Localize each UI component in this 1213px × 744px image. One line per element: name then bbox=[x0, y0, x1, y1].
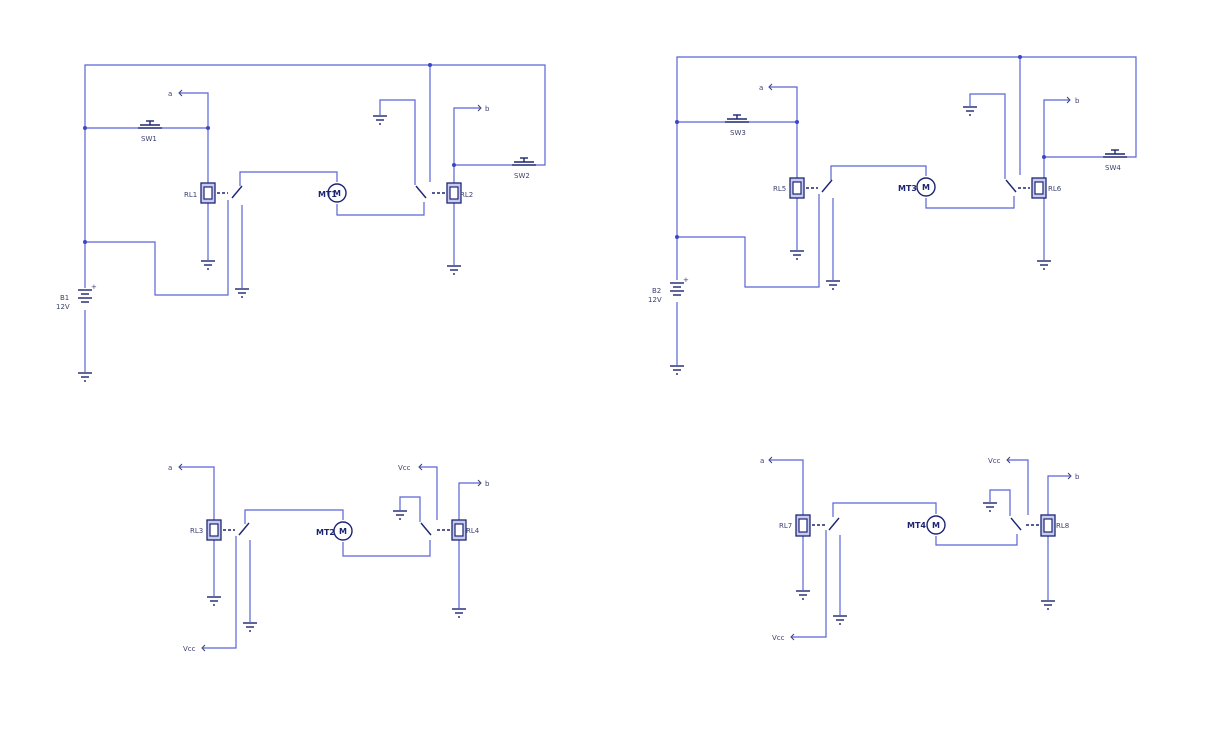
battery-b2: + B2 12V bbox=[648, 276, 689, 304]
svg-text:M: M bbox=[333, 189, 341, 198]
switch-sw2: SW2 bbox=[512, 157, 536, 180]
svg-text:b: b bbox=[1075, 97, 1080, 105]
ground-icon bbox=[243, 622, 257, 632]
svg-text:M: M bbox=[339, 527, 347, 536]
port-b: b bbox=[477, 104, 490, 113]
svg-text:RL2: RL2 bbox=[460, 191, 473, 199]
svg-text:SW1: SW1 bbox=[141, 135, 157, 143]
circuit-4: a b Vcc Vcc RL7 RL8 M MT4 bbox=[760, 456, 1080, 642]
motor-mt1: M MT1 bbox=[318, 183, 347, 203]
battery-b1: + B1 12V bbox=[56, 283, 97, 311]
svg-text:MT1: MT1 bbox=[318, 190, 337, 199]
relay-rl2: RL2 bbox=[415, 182, 473, 204]
svg-text:RL1: RL1 bbox=[184, 191, 197, 199]
relay-rl8: RL8 bbox=[1010, 514, 1069, 537]
svg-text:MT4: MT4 bbox=[907, 521, 926, 530]
relay-rl7: RL7 bbox=[779, 514, 840, 537]
ground-icon bbox=[207, 596, 221, 606]
ground-icon bbox=[235, 288, 249, 298]
motor-mt3: M MT3 bbox=[898, 177, 936, 197]
relay-rl3: RL3 bbox=[190, 519, 250, 541]
switch-sw1: SW1 bbox=[138, 120, 162, 143]
ground-icon bbox=[670, 365, 684, 375]
port-vcc: Vcc bbox=[398, 463, 423, 472]
circuit-2: + B2 12V a b SW3 SW4 bbox=[648, 55, 1137, 375]
ground-icon bbox=[201, 260, 215, 270]
motor-mt2: M MT2 bbox=[316, 521, 353, 541]
battery-name: B1 bbox=[60, 294, 69, 302]
ground-icon bbox=[1037, 260, 1051, 270]
svg-text:a: a bbox=[168, 90, 172, 98]
ground-icon bbox=[1041, 600, 1055, 610]
circuit-3: a b Vcc Vcc RL3 RL4 M MT2 bbox=[168, 463, 490, 653]
switch-sw4: SW4 bbox=[1103, 149, 1127, 172]
ground-icon bbox=[983, 502, 997, 512]
svg-text:a: a bbox=[168, 464, 172, 472]
port-b: b bbox=[1066, 96, 1080, 105]
svg-text:SW3: SW3 bbox=[730, 129, 746, 137]
port-vcc: Vcc bbox=[183, 644, 206, 653]
ground-icon bbox=[452, 608, 466, 618]
svg-text:M: M bbox=[932, 521, 940, 530]
port-a: a bbox=[168, 89, 183, 98]
svg-text:SW4: SW4 bbox=[1105, 164, 1121, 172]
svg-text:SW2: SW2 bbox=[514, 172, 530, 180]
ground-icon bbox=[963, 106, 977, 116]
battery-name: B2 bbox=[652, 287, 661, 295]
svg-text:a: a bbox=[759, 84, 763, 92]
port-vcc: Vcc bbox=[988, 456, 1011, 465]
svg-text:RL6: RL6 bbox=[1048, 185, 1062, 193]
battery-voltage: 12V bbox=[56, 303, 70, 311]
svg-text:Vcc: Vcc bbox=[772, 634, 785, 642]
port-a: a bbox=[759, 83, 773, 92]
svg-text:Vcc: Vcc bbox=[183, 645, 196, 653]
svg-text:MT2: MT2 bbox=[316, 528, 335, 537]
relay-rl4: RL4 bbox=[420, 519, 480, 541]
ground-icon bbox=[78, 372, 92, 382]
svg-text:RL4: RL4 bbox=[466, 527, 480, 535]
port-a: a bbox=[168, 463, 183, 472]
ground-icon bbox=[826, 280, 840, 290]
switch-sw3: SW3 bbox=[725, 114, 749, 137]
svg-text:RL5: RL5 bbox=[773, 185, 786, 193]
relay-rl5: RL5 bbox=[773, 177, 833, 199]
circuit-1: + B1 12V a b SW1 bbox=[56, 63, 546, 382]
ground-icon bbox=[790, 250, 804, 260]
svg-text:RL7: RL7 bbox=[779, 522, 792, 530]
battery-voltage: 12V bbox=[648, 296, 662, 304]
port-vcc: Vcc bbox=[772, 633, 795, 642]
ground-icon bbox=[393, 510, 407, 520]
ground-icon bbox=[796, 590, 810, 600]
svg-text:b: b bbox=[485, 480, 490, 488]
relay-rl1: RL1 bbox=[184, 182, 243, 204]
svg-text:MT3: MT3 bbox=[898, 184, 917, 193]
svg-text:b: b bbox=[485, 105, 490, 113]
svg-text:a: a bbox=[760, 457, 764, 465]
svg-text:RL8: RL8 bbox=[1056, 522, 1069, 530]
port-b: b bbox=[1067, 472, 1080, 481]
port-b: b bbox=[477, 479, 490, 488]
svg-text:M: M bbox=[922, 183, 930, 192]
svg-text:+: + bbox=[683, 276, 689, 284]
svg-text:+: + bbox=[91, 283, 97, 291]
svg-text:Vcc: Vcc bbox=[988, 457, 1001, 465]
relay-rl6: RL6 bbox=[1005, 177, 1062, 199]
ground-icon bbox=[833, 615, 847, 625]
svg-text:b: b bbox=[1075, 473, 1080, 481]
svg-text:Vcc: Vcc bbox=[398, 464, 411, 472]
ground-icon bbox=[373, 115, 387, 125]
motor-mt4: M MT4 bbox=[907, 515, 946, 535]
port-a: a bbox=[760, 456, 773, 465]
svg-text:RL3: RL3 bbox=[190, 527, 203, 535]
ground-icon bbox=[447, 265, 461, 275]
